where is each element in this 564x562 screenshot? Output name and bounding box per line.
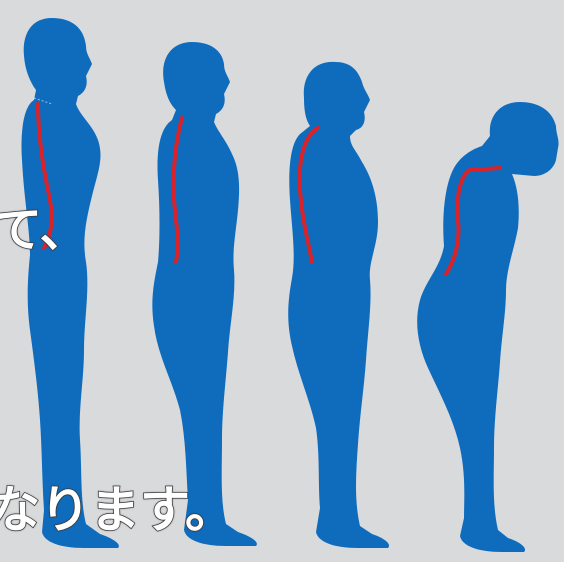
- caption-lower-fragment: なります。: [0, 470, 235, 542]
- figure-severe-stoop: [417, 102, 558, 552]
- figure-upright: [22, 18, 119, 548]
- figure-rounded-back-silhouette: [288, 62, 389, 548]
- caption-upper-fragment: て、: [0, 190, 88, 260]
- figure-upright-silhouette: [22, 18, 119, 548]
- figure-rounded-back: [288, 62, 389, 548]
